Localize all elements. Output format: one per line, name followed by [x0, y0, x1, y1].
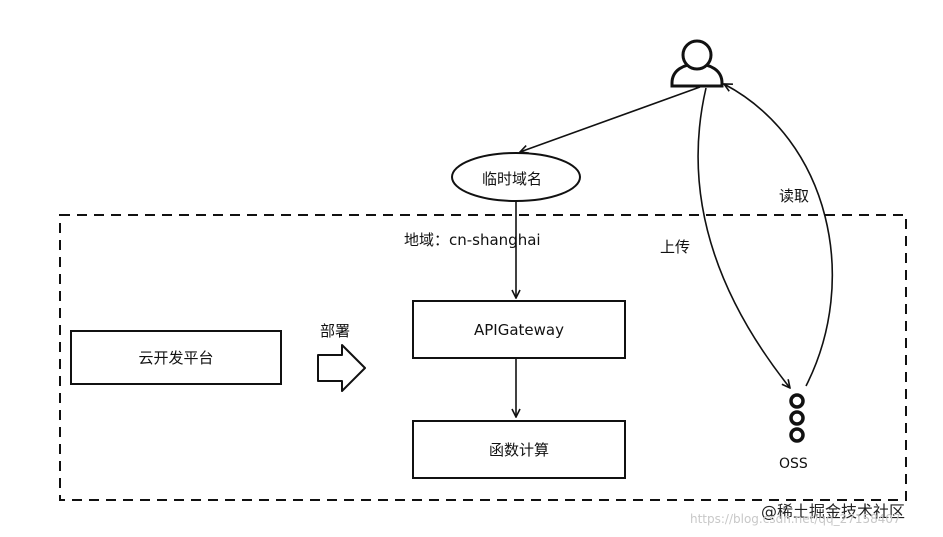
cloud-dev-platform-box: 云开发平台	[70, 330, 282, 385]
user-icon	[670, 39, 724, 88]
region-label: 地域：cn-shanghai	[404, 231, 541, 249]
watermark-brand: @稀土掘金技术社区	[761, 502, 906, 521]
cloud-dev-platform-label: 云开发平台	[138, 349, 214, 367]
deploy-label: 部署	[320, 322, 351, 340]
region-boundary	[59, 214, 907, 501]
user-to-domain-arrow	[520, 86, 701, 152]
oss-icon	[789, 393, 805, 443]
read-arrow	[724, 84, 833, 387]
api-gateway-box: APIGateway	[412, 300, 626, 359]
deploy-arrow	[317, 344, 366, 392]
function-compute-label: 函数计算	[488, 441, 549, 459]
read-label: 读取	[779, 187, 810, 205]
temp-domain-label: 临时域名	[482, 170, 543, 188]
watermark-url: https://blog.csdn.net/qq_27158407	[690, 512, 901, 526]
oss-label: OSS	[779, 456, 808, 472]
upload-arrow	[697, 87, 790, 388]
upload-label: 上传	[660, 238, 691, 256]
api-gateway-label: APIGateway	[474, 320, 564, 339]
function-compute-box: 函数计算	[412, 420, 626, 479]
